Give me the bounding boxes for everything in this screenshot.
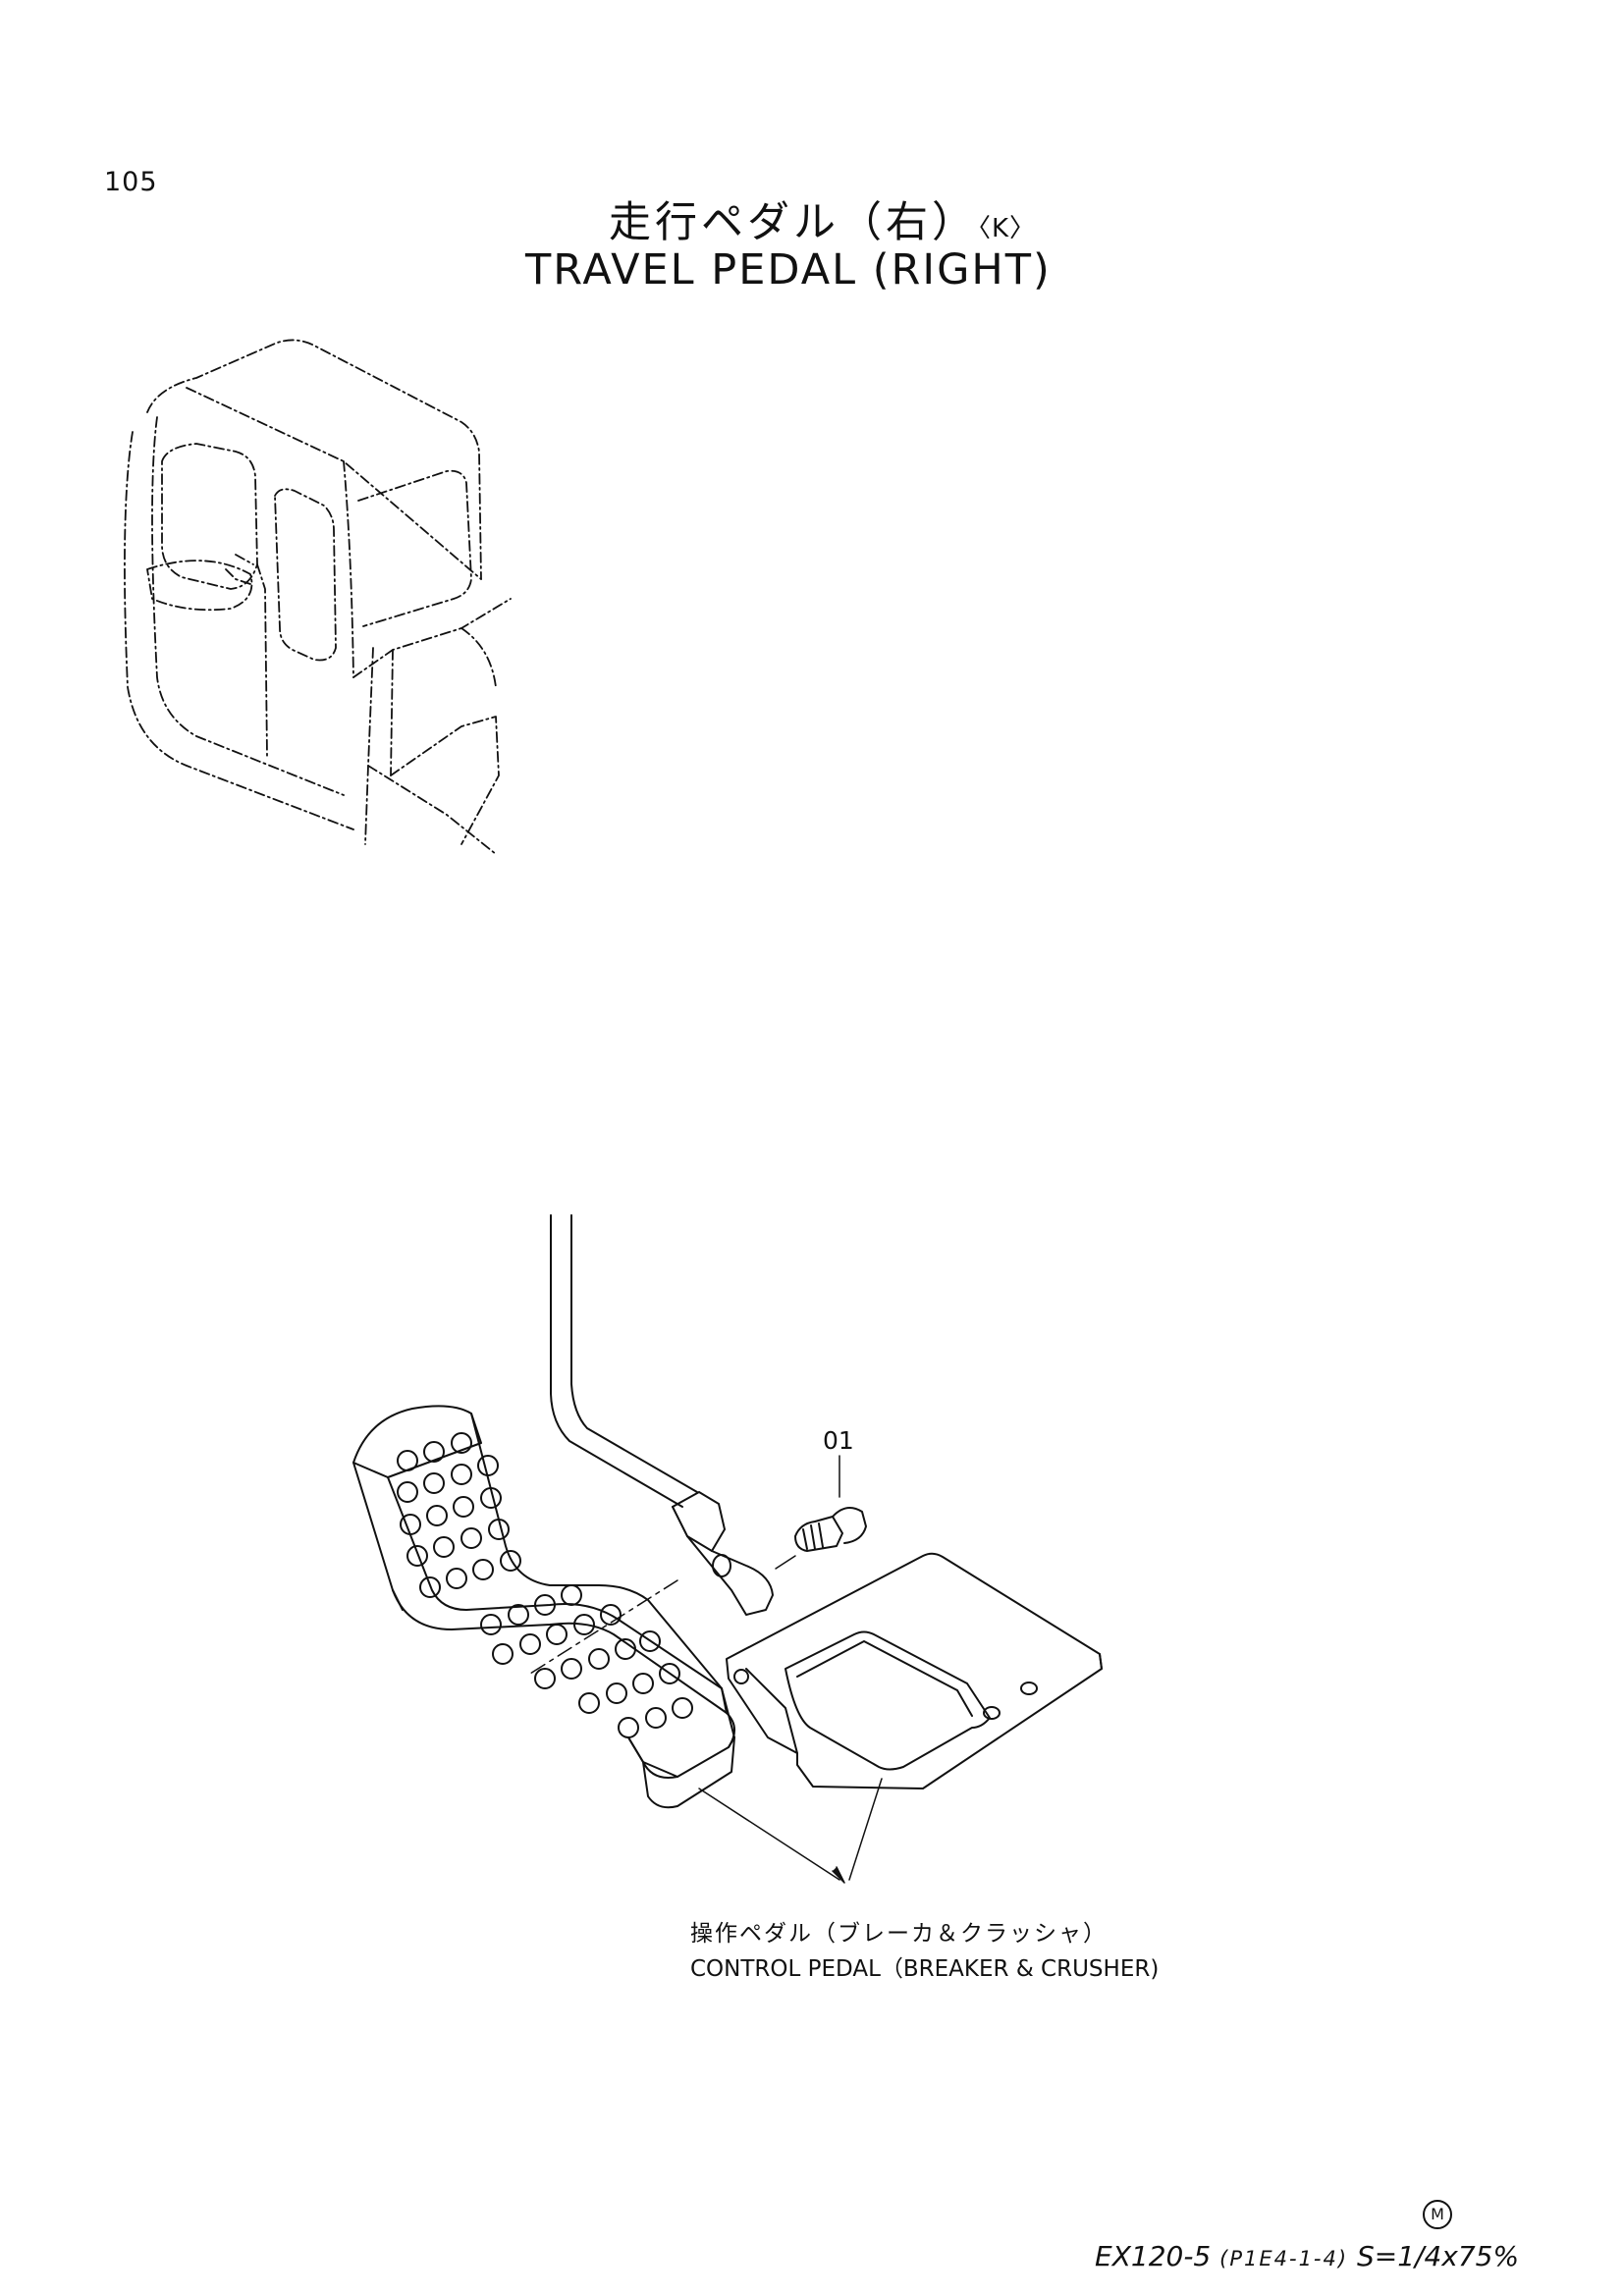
m-symbol: M — [1423, 2200, 1452, 2229]
scale-text: S=1/4x75% — [1356, 2240, 1520, 2272]
travel-lever-rod — [550, 1214, 698, 1508]
excavator-cab-illustration — [124, 339, 512, 855]
control-pedal-label-english: CONTROL PEDAL（BREAKER & CRUSHER) — [690, 1956, 1160, 1982]
title-japanese-text: 走行ペダル（右） — [609, 198, 978, 247]
title-variant-suffix: 〈K〉 — [978, 214, 1037, 243]
title-japanese: 走行ペダル（右）〈K〉 — [609, 188, 1036, 249]
control-pedal-label-japanese: 操作ペダル（ブレーカ＆クラッシャ） — [690, 1921, 1108, 1947]
lever-bracket — [672, 1491, 774, 1616]
leader-lines — [698, 1778, 883, 1884]
part-number-label: 01 — [823, 1426, 854, 1455]
floor-plate — [726, 1552, 1103, 1789]
page-number: 105 — [104, 167, 158, 197]
title-english: TRAVEL PEDAL (RIGHT) — [525, 245, 1052, 294]
model-name: EX120-5 — [1095, 2240, 1212, 2272]
drawing-code: (P1E4-1-4) — [1219, 2247, 1349, 2270]
control-pedal — [352, 1405, 735, 1809]
footer-reference: EX120-5 (P1E4-1-4) S=1/4x75% — [1095, 2240, 1519, 2272]
pedal-tread-pads — [397, 1432, 693, 1738]
bolt-01 — [529, 1455, 867, 1675]
